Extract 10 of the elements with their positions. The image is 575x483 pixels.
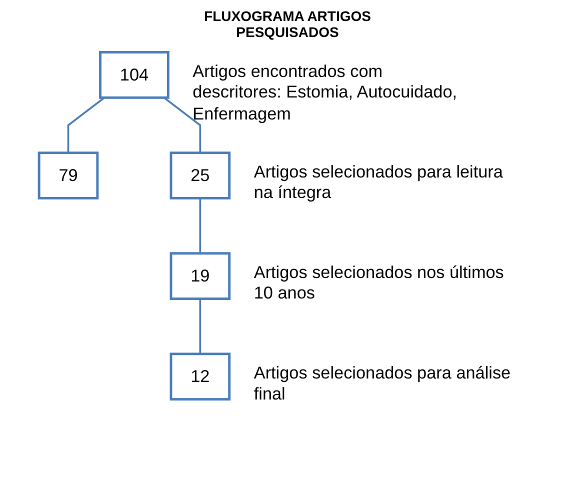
node-note: Artigos selecionados para leitura na íntegra: [254, 160, 504, 204]
count-label: 25: [190, 164, 210, 187]
count-label: 79: [58, 164, 78, 187]
diagram-title: FLUXOGRAMA ARTIGOS PESQUISADOS: [203, 8, 372, 40]
count-label: 19: [190, 264, 210, 288]
node-note: Artigos selecionados para análise final: [254, 362, 512, 405]
count-label: 104: [120, 64, 149, 86]
node-note: Artigos encontrados com descritores: Estomia, Autocuidado, Enfermagem: [192, 60, 458, 125]
count-label: 12: [190, 365, 210, 388]
node-note: Artigos selecionados nos últimos 10 anos: [254, 261, 505, 304]
